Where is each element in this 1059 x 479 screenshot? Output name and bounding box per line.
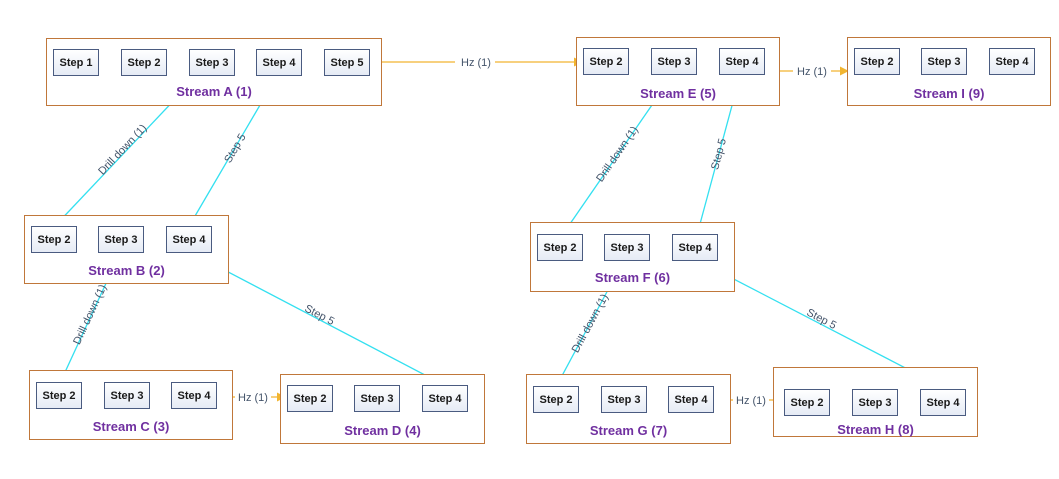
stream-c-step-4: Step 4 [171, 382, 217, 409]
stream-f-label: Stream F (6) [594, 270, 671, 285]
connector-f-to-g-label: Drill down (1) [570, 292, 611, 355]
connector-h-to-f-label: Step 5 [804, 307, 838, 332]
stream-g: Step 2 Step 3 Step 4 Stream G (7) [526, 374, 731, 444]
connector-b-to-c-label: Drill down (1) [71, 283, 109, 347]
stream-g-step-4: Step 4 [668, 386, 714, 413]
stream-f-step-2: Step 2 [537, 234, 583, 261]
stream-c-label: Stream C (3) [92, 419, 170, 434]
stream-e-step-2: Step 2 [583, 48, 629, 75]
stream-a-step-1: Step 1 [53, 49, 99, 76]
stream-h: Step 2 Step 3 Step 4 Stream H (8) [773, 367, 978, 437]
connector-b-to-a-label: Step 5 [222, 132, 248, 166]
stream-e-step-3: Step 3 [651, 48, 697, 75]
stream-b-step-3: Step 3 [98, 226, 144, 253]
stream-a-step-4: Step 4 [256, 49, 302, 76]
connector-d-to-b [189, 251, 445, 386]
stream-d-step-2: Step 2 [287, 385, 333, 412]
connector-a-to-e-label: Hz (1) [461, 57, 491, 69]
stream-a-step-2: Step 2 [121, 49, 167, 76]
connector-f-to-e-label: Step 5 [709, 137, 729, 171]
connector-d-to-b-label: Step 5 [303, 303, 337, 328]
stream-b-step-4: Step 4 [166, 226, 212, 253]
stream-i-step-4: Step 4 [989, 48, 1035, 75]
stream-h-label: Stream H (8) [837, 422, 914, 437]
stream-a-step-5: Step 5 [324, 49, 370, 76]
stream-a: Step 1 Step 2 Step 3 Step 4 Step 5 Strea… [46, 38, 382, 106]
connector-g-to-h-label: Hz (1) [736, 395, 766, 407]
stream-d: Step 2 Step 3 Step 4 Stream D (4) [280, 374, 485, 444]
stream-i: Step 2 Step 3 Step 4 Stream I (9) [847, 37, 1051, 106]
stream-f: Step 2 Step 3 Step 4 Stream F (6) [530, 222, 735, 292]
connector-h-to-f [696, 259, 945, 389]
connector-e-to-i-label: Hz (1) [797, 66, 827, 78]
stream-a-label: Stream A (1) [176, 84, 252, 99]
stream-c-step-2: Step 2 [36, 382, 82, 409]
stream-d-label: Stream D (4) [344, 423, 421, 438]
stream-c: Step 2 Step 3 Step 4 Stream C (3) [29, 370, 233, 440]
stream-f-step-4: Step 4 [672, 234, 718, 261]
stream-g-label: Stream G (7) [589, 423, 668, 438]
stream-b: Step 2 Step 3 Step 4 Stream B (2) [24, 215, 229, 284]
stream-h-step-2: Step 2 [784, 389, 830, 416]
stream-h-step-3: Step 3 [852, 389, 898, 416]
stream-b-step-2: Step 2 [31, 226, 77, 253]
stream-g-step-3: Step 3 [601, 386, 647, 413]
stream-b-label: Stream B (2) [88, 263, 165, 278]
connector-c-to-d-label: Hz (1) [238, 392, 268, 404]
stream-e-label: Stream E (5) [640, 86, 716, 101]
stream-h-step-4: Step 4 [920, 389, 966, 416]
connector-e-to-f-label: Drill down (1) [594, 124, 641, 184]
stream-i-step-3: Step 3 [921, 48, 967, 75]
stream-c-step-3: Step 3 [104, 382, 150, 409]
stream-a-step-3: Step 3 [189, 49, 235, 76]
stream-d-step-3: Step 3 [354, 385, 400, 412]
stream-e-step-4: Step 4 [719, 48, 765, 75]
stream-e: Step 2 Step 3 Step 4 Stream E (5) [576, 37, 780, 106]
stream-g-step-2: Step 2 [533, 386, 579, 413]
connector-a-to-b-label: Drill down (1) [96, 122, 149, 177]
stream-d-step-4: Step 4 [422, 385, 468, 412]
stream-i-label: Stream I (9) [913, 86, 985, 101]
stream-i-step-2: Step 2 [854, 48, 900, 75]
stream-f-step-3: Step 3 [604, 234, 650, 261]
